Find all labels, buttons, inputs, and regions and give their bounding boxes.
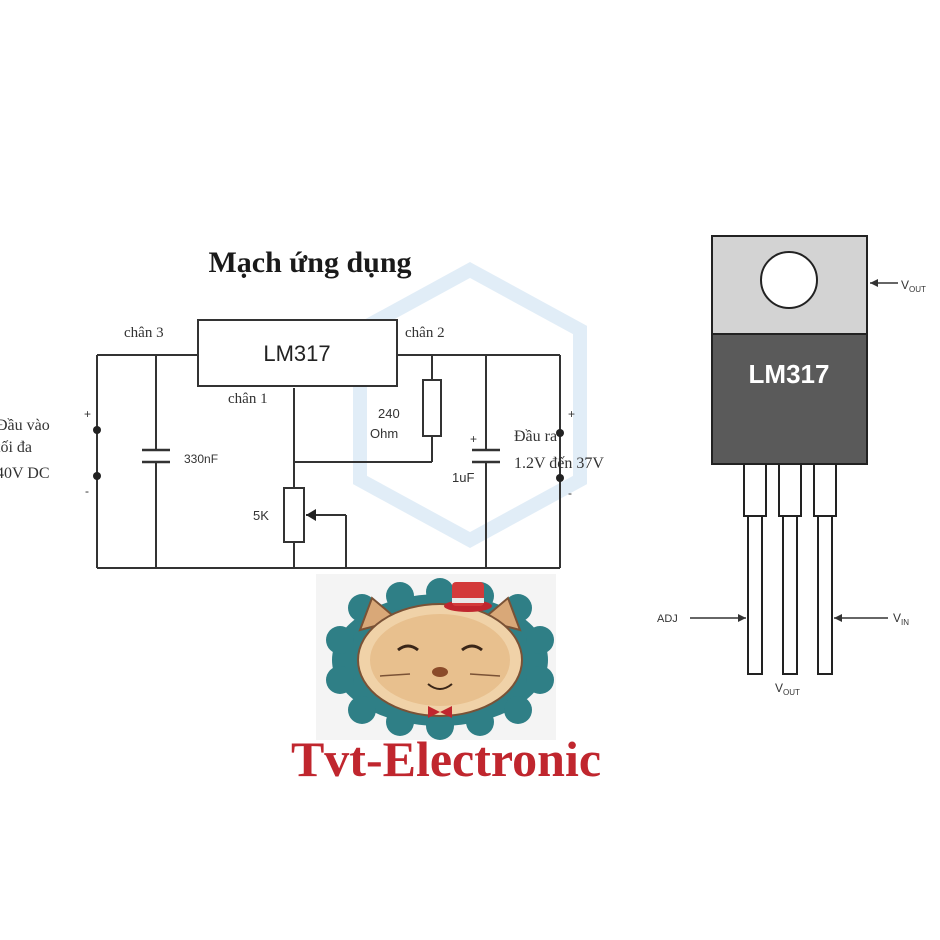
pin3-label: chân 3 <box>124 325 164 341</box>
lead-vin <box>817 515 833 675</box>
cat-mascot <box>357 596 523 718</box>
output-plus-sign: + <box>568 407 575 421</box>
potentiometer-wiper-arrow <box>306 509 316 521</box>
input-label-line1: Đầu vào <box>0 417 50 434</box>
lm317-ic-box <box>197 319 398 387</box>
lead-vout-shoulder <box>778 463 802 517</box>
pin2-label: chân 2 <box>405 325 445 341</box>
package-body <box>711 333 868 465</box>
resistor-240 <box>422 379 442 437</box>
output-capacitor-label: 1uF <box>452 470 474 485</box>
lm317-package: LM317 <box>711 235 868 675</box>
resistor-label-line2: Ohm <box>370 426 398 441</box>
adj-pin-label: ADJ <box>657 613 678 625</box>
input-label-line2: tối đa <box>0 439 32 456</box>
vout-pin-label: VOUT <box>775 681 800 697</box>
output-terminal-minus <box>556 474 564 482</box>
output-capacitor <box>472 448 500 464</box>
output-minus-sign: - <box>568 486 572 500</box>
brand-logo <box>316 574 556 740</box>
input-minus-sign: - <box>85 484 89 498</box>
input-plus-sign: + <box>84 407 91 421</box>
package-ic-label: LM317 <box>749 359 830 389</box>
lead-vin-shoulder <box>813 463 837 517</box>
package-annotations <box>690 279 898 622</box>
hat-icon <box>444 582 492 612</box>
circuit-title: Mạch ứng dụng <box>208 246 411 279</box>
lead-vout <box>782 515 798 675</box>
watermark <box>353 262 587 548</box>
potentiometer-5k <box>283 487 305 543</box>
lead-adj <box>747 515 763 675</box>
input-capacitor <box>142 448 170 464</box>
input-terminal-plus <box>93 426 101 434</box>
lm317-ic-label: LM317 <box>263 341 330 366</box>
output-capacitor-plus: + <box>470 432 477 446</box>
brand-name: Tvt-Electronic <box>291 731 601 787</box>
output-label-line1: Đầu ra <box>514 428 557 445</box>
input-capacitor-label: 330nF <box>184 452 218 466</box>
potentiometer-label: 5K <box>253 508 269 523</box>
tab-vout-label: VOUT <box>901 278 926 294</box>
output-label-line2: 1.2V đến 37V <box>514 455 604 472</box>
pin1-label: chân 1 <box>228 391 268 407</box>
package-mount-hole <box>760 251 818 309</box>
input-label-line3: 40V DC <box>0 465 50 482</box>
input-terminal-minus <box>93 472 101 480</box>
vin-pin-label: VIN <box>893 611 909 627</box>
lead-adj-shoulder <box>743 463 767 517</box>
circuit-wires <box>96 354 561 569</box>
resistor-label-line1: 240 <box>378 406 400 421</box>
output-terminal-plus <box>556 429 564 437</box>
